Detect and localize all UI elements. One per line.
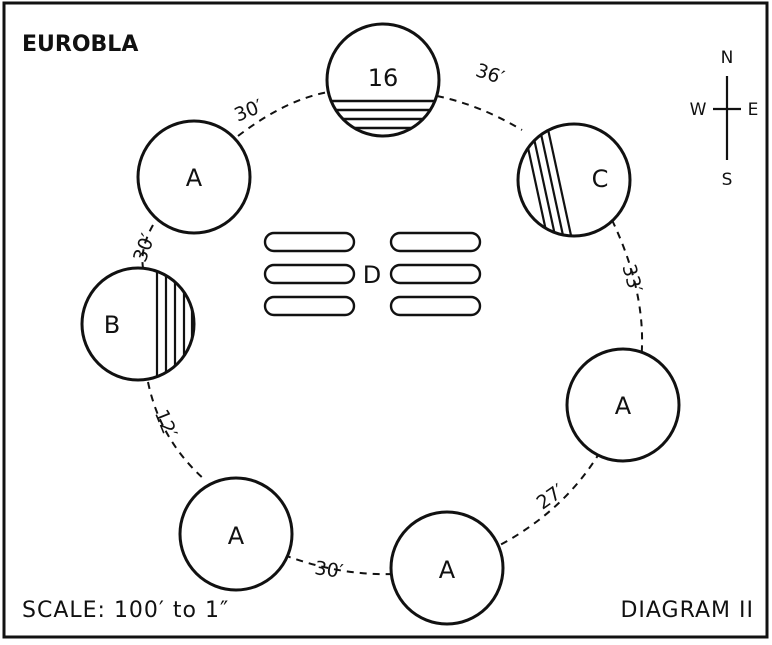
stone-circle-connectors bbox=[141, 91, 644, 576]
distance-label: 30′ bbox=[129, 231, 159, 265]
stone-16: 16 bbox=[325, 22, 441, 138]
site-name: EUROBLA bbox=[22, 32, 138, 57]
connector-16-c bbox=[436, 95, 523, 131]
slab bbox=[263, 295, 356, 317]
stone-a-northwest: A bbox=[136, 119, 252, 235]
compass-north: N bbox=[721, 48, 734, 68]
distance-label: 30′ bbox=[313, 557, 344, 583]
scale-label: SCALE: 100′ to 1″ bbox=[22, 598, 229, 623]
connector-a4-b bbox=[141, 224, 154, 269]
stone-16-outline bbox=[325, 22, 441, 138]
stone-c: C bbox=[516, 122, 632, 238]
stone-label: B bbox=[104, 311, 120, 339]
compass-east: E bbox=[748, 100, 759, 120]
distance-label: 36′ bbox=[473, 59, 507, 89]
stone-b: B bbox=[80, 266, 196, 382]
distance-label: 27′ bbox=[533, 480, 569, 514]
diagram-label: DIAGRAM II bbox=[620, 598, 754, 623]
stone-label: A bbox=[228, 522, 245, 550]
stone-c-hatch bbox=[520, 124, 574, 236]
compass-west: W bbox=[690, 100, 707, 120]
connector-a3-a2 bbox=[283, 554, 396, 576]
distance-label: 12′ bbox=[150, 406, 181, 441]
central-slabs bbox=[263, 231, 482, 317]
stone-label: 16 bbox=[368, 64, 399, 92]
stone-label: A bbox=[439, 556, 456, 584]
central-feature-label: D bbox=[363, 261, 381, 289]
connector-b-a3 bbox=[147, 381, 206, 481]
slab bbox=[389, 231, 482, 253]
stone-16-hatch bbox=[327, 99, 439, 136]
stone-c-outline bbox=[516, 122, 632, 238]
stone-a-outline bbox=[389, 510, 505, 626]
stone-a-outline bbox=[136, 119, 252, 235]
compass-rose: N S W E bbox=[690, 48, 759, 190]
slab bbox=[389, 295, 482, 317]
slab bbox=[263, 231, 356, 253]
distance-label: 30′ bbox=[231, 95, 266, 126]
connector-a1-a2 bbox=[499, 451, 601, 546]
stone-a-southwest: A bbox=[178, 476, 294, 592]
compass-south: S bbox=[722, 170, 733, 190]
stone-a-east: A bbox=[565, 347, 681, 463]
stone-label: A bbox=[186, 164, 203, 192]
connector-c-a1 bbox=[611, 219, 644, 371]
stone-a-outline bbox=[565, 347, 681, 463]
distance-label: 33′ bbox=[617, 262, 646, 295]
stone-a-south: A bbox=[389, 510, 505, 626]
stone-a-outline bbox=[178, 476, 294, 592]
slab bbox=[263, 263, 356, 285]
slab bbox=[389, 263, 482, 285]
stone-b-outline bbox=[80, 266, 196, 382]
stone-label: C bbox=[592, 165, 609, 193]
connector-a4-16 bbox=[237, 91, 329, 137]
stone-label: A bbox=[615, 392, 632, 420]
